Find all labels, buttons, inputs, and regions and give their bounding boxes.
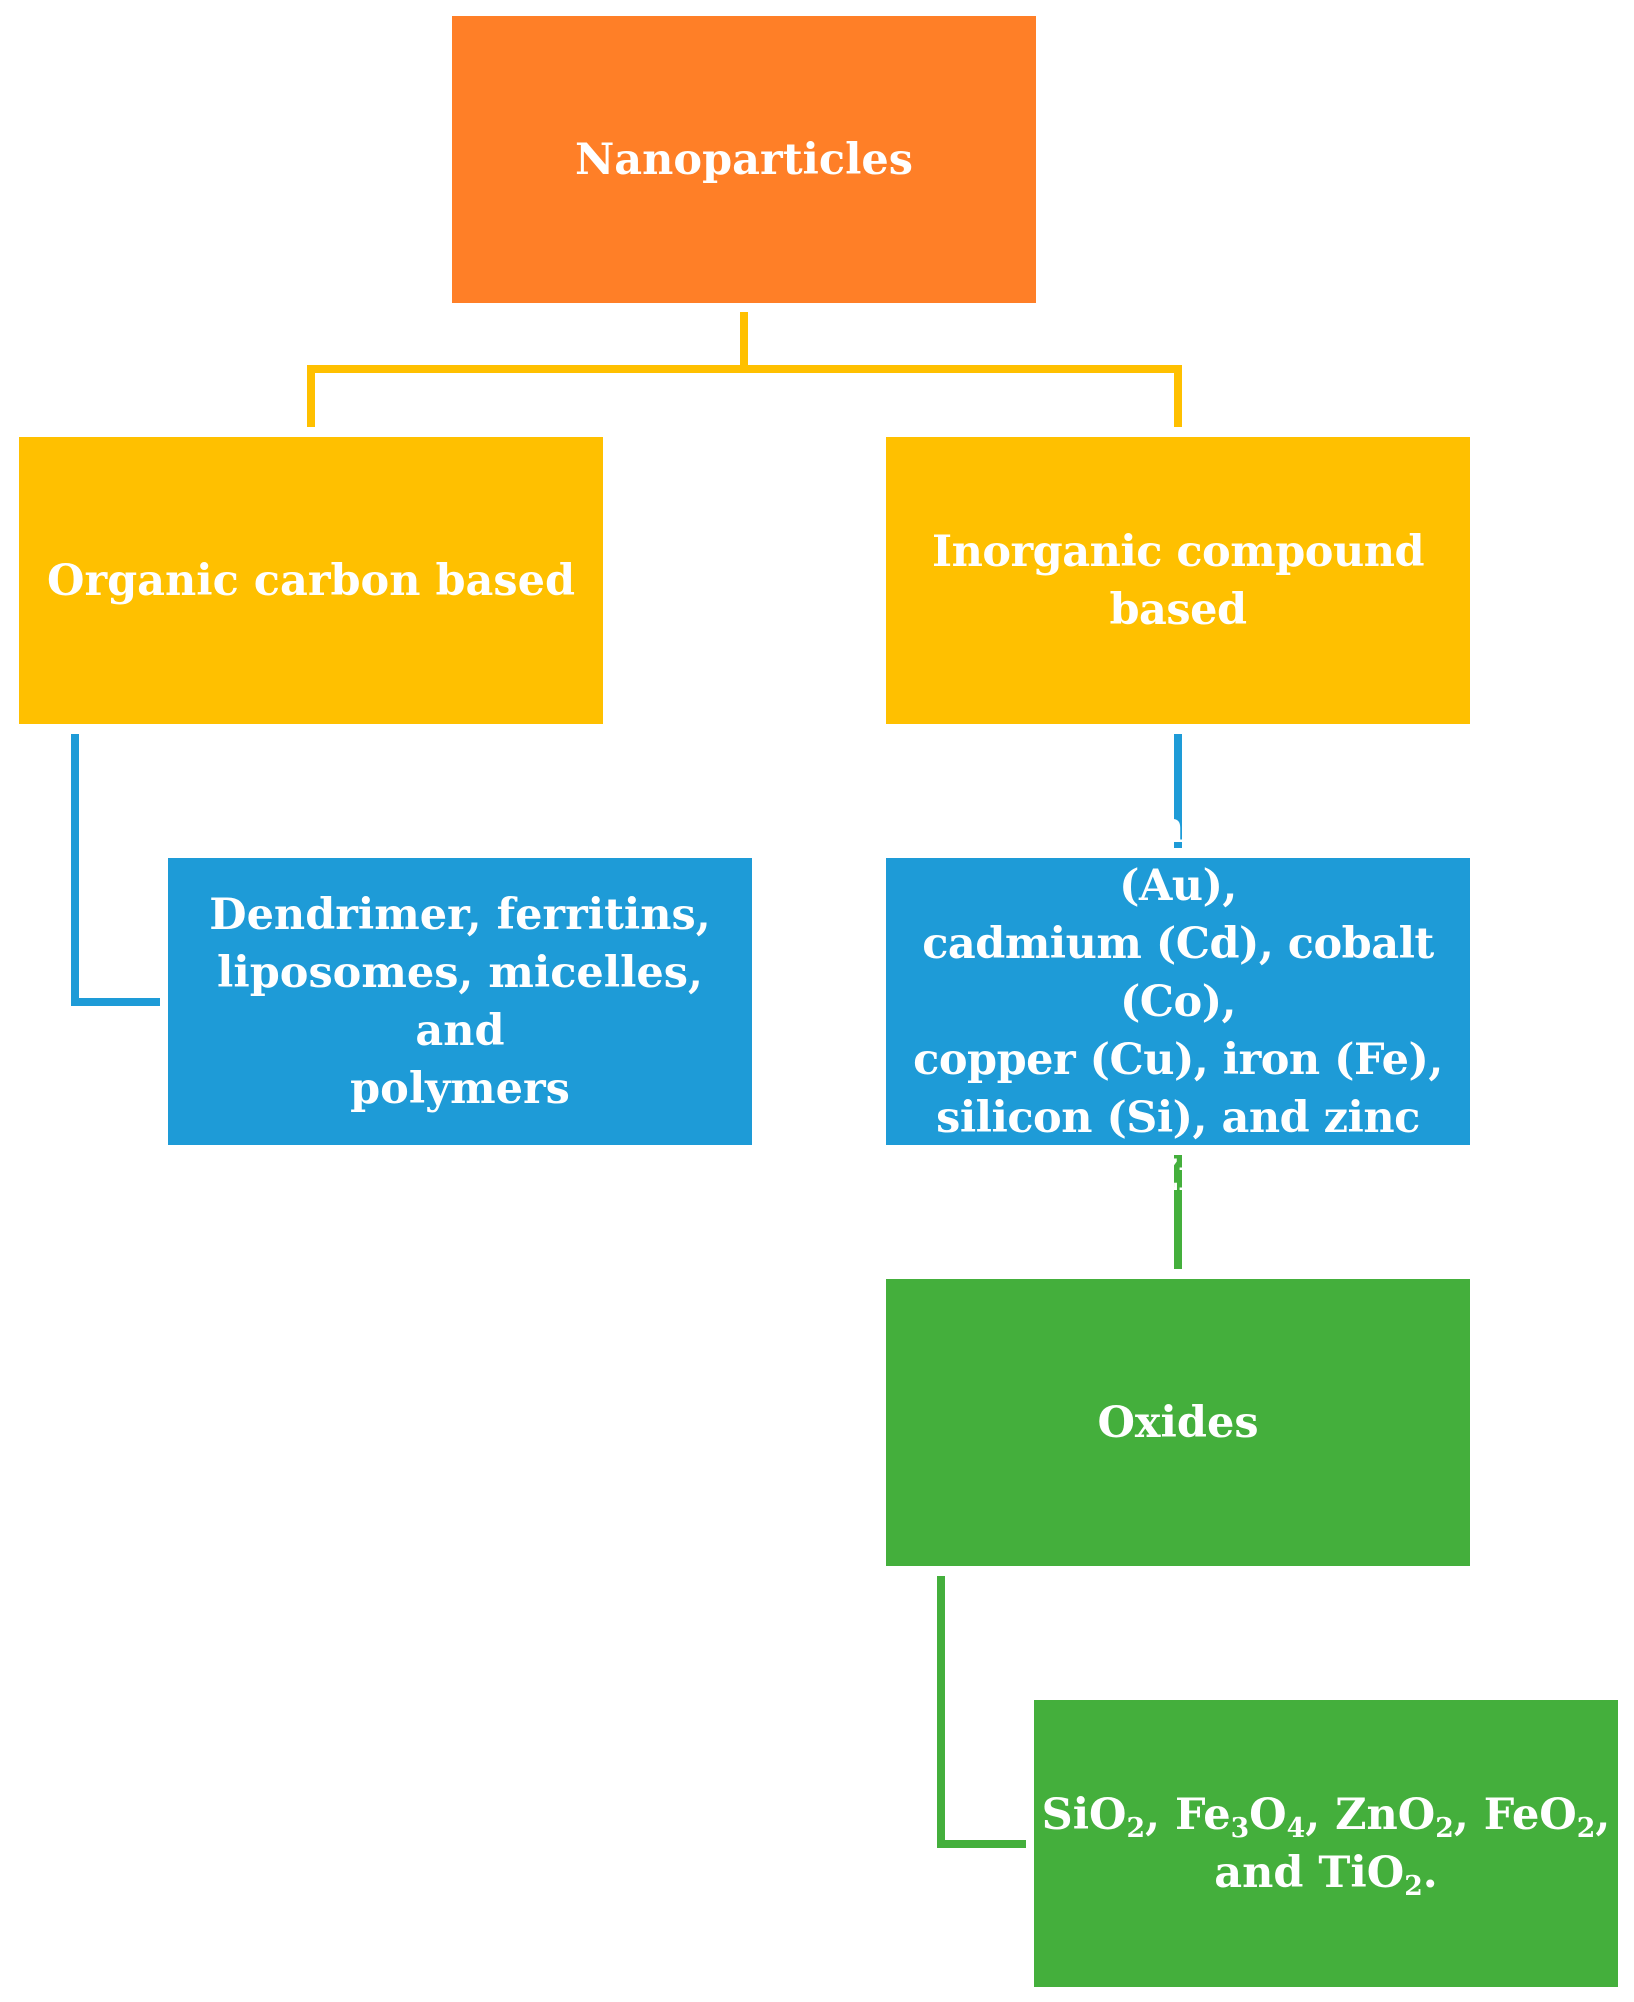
connector-organic-examples	[71, 734, 160, 1006]
node-inorganic-label: Inorganic compound based	[931, 526, 1425, 635]
node-oxide-examples: SiO2, Fe3O4, ZnO2, FeO2,and TiO2.	[1034, 1700, 1618, 1987]
node-oxide-examples-label: SiO2, Fe3O4, ZnO2, FeO2,and TiO2.	[1041, 1789, 1611, 1902]
formula-fe3o4: Fe3O4	[1175, 1789, 1306, 1844]
node-organic-label: Organic carbon based	[46, 555, 576, 606]
node-inorganic-compound-based: Inorganic compound based	[886, 437, 1470, 724]
connector-root-inorganic	[744, 365, 1182, 427]
node-metals-label: Aluminum (Al), gold (Au), cadmium (Cd), …	[913, 802, 1443, 1201]
node-nanoparticles-label: Nanoparticles	[575, 134, 913, 185]
node-organic-examples-label: Dendrimer, ferritins, liposomes, micelle…	[209, 889, 711, 1114]
node-organic-carbon-based: Organic carbon based	[19, 437, 603, 724]
connector-oxides-examples	[937, 1576, 1026, 1848]
formula-feo2: FeO2	[1483, 1789, 1596, 1844]
node-inorganic-metals: Aluminum (Al), gold (Au), cadmium (Cd), …	[886, 803, 1470, 1201]
node-organic-examples: Dendrimer, ferritins, liposomes, micelle…	[168, 858, 752, 1145]
formula-tio2: TiO2	[1318, 1847, 1423, 1902]
node-nanoparticles: Nanoparticles	[452, 16, 1036, 303]
connector-root-branches	[307, 312, 748, 427]
formula-sio2: SiO2	[1041, 1789, 1146, 1844]
formula-zno2: ZnO2	[1335, 1789, 1454, 1844]
node-oxides-label: Oxides	[1097, 1397, 1259, 1448]
node-oxides: Oxides	[886, 1279, 1470, 1566]
